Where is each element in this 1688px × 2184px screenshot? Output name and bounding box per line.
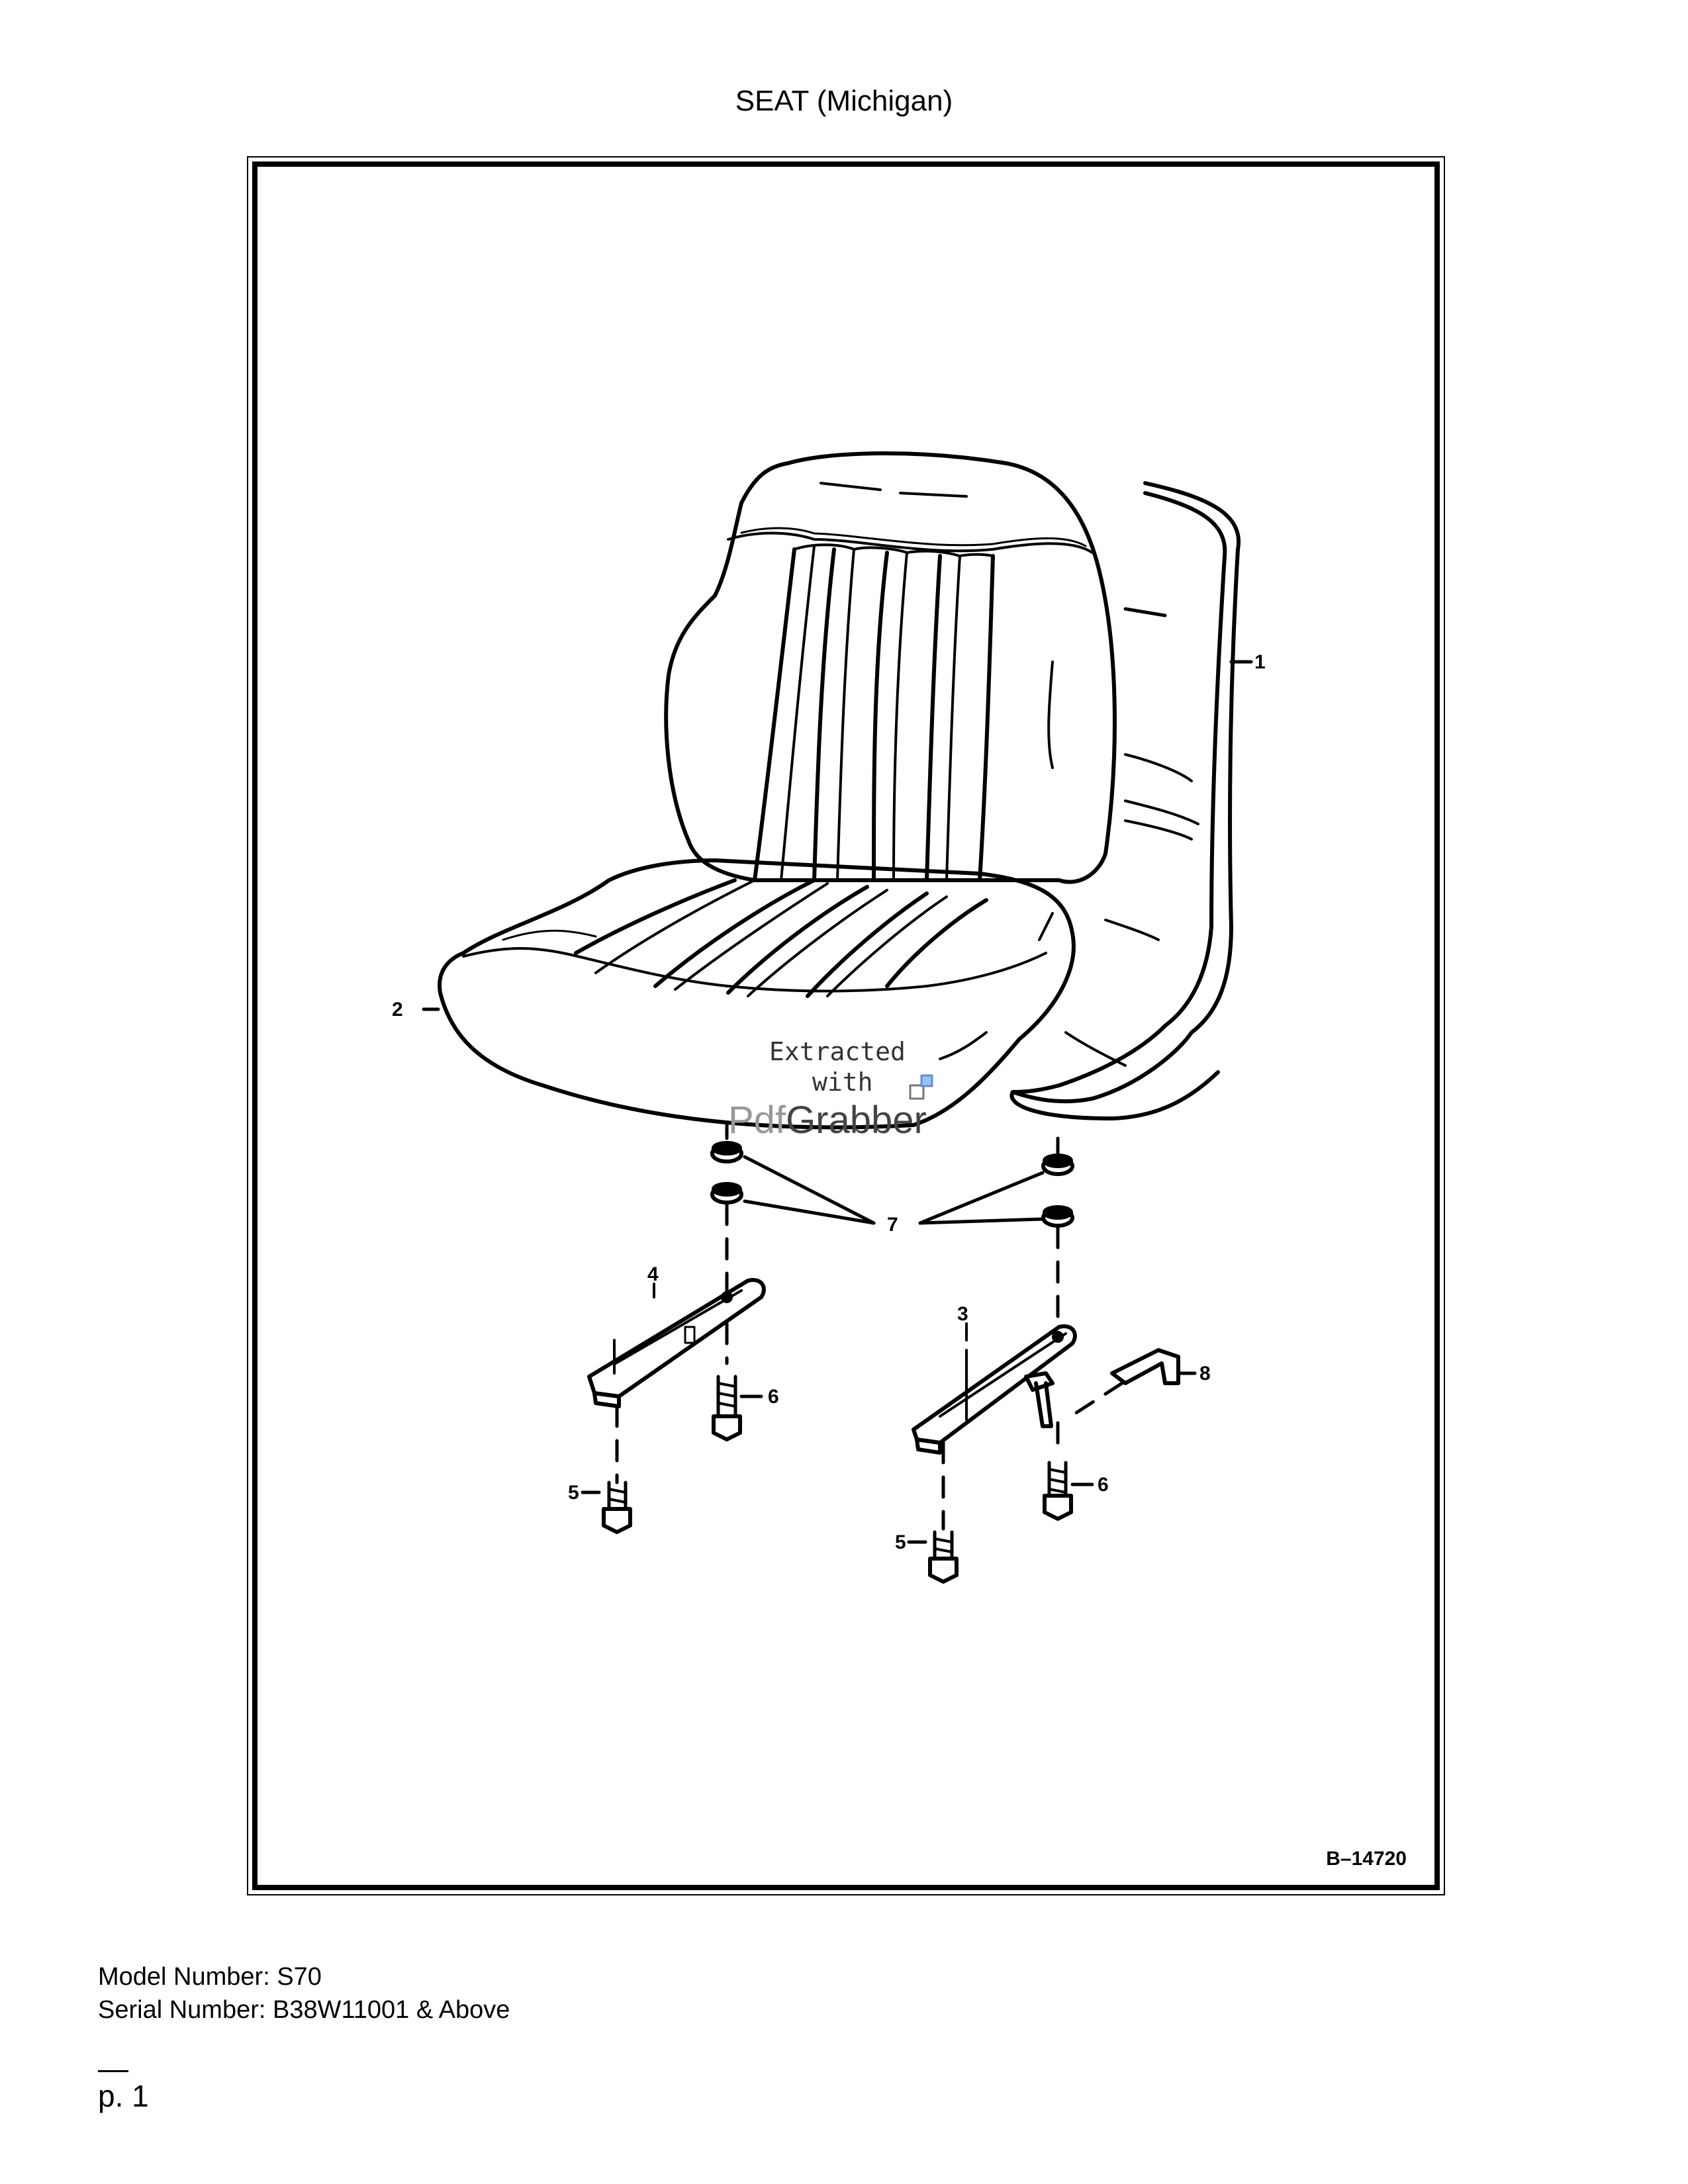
- bolt-6-right: [1043, 1461, 1094, 1521]
- bracket: [1110, 1348, 1197, 1385]
- model-info: Model Number: S70 Serial Number: B38W110…: [98, 1960, 510, 2026]
- watermark-logo-icon: [909, 1074, 933, 1100]
- callout-8: 8: [1199, 1363, 1211, 1385]
- serial-number: Serial Number: B38W11001 & Above: [98, 1996, 510, 2024]
- callout-2: 2: [392, 999, 403, 1021]
- figure-id: B–14720: [1326, 1848, 1407, 1870]
- callout-5-left: 5: [568, 1482, 579, 1504]
- watermark-brand-grabber: Grabber: [786, 1099, 927, 1142]
- backrest-cushion: [664, 451, 1117, 884]
- figure-frame: [252, 161, 1440, 1890]
- bolt-5-left: [581, 1480, 632, 1534]
- callout-1: 1: [1254, 651, 1266, 673]
- slide-rail-right: [912, 1324, 1077, 1455]
- page-title: SEAT (Michigan): [735, 85, 953, 117]
- callout-6-right: 6: [1098, 1474, 1109, 1496]
- figure-frame-outer: [247, 156, 1445, 1895]
- watermark-brand: PdfGrabber: [728, 1099, 927, 1142]
- slide-rail-left: [587, 1278, 766, 1408]
- callout-5-right: 5: [895, 1531, 906, 1553]
- callout-7: 7: [887, 1214, 898, 1236]
- watermark-with: with: [812, 1068, 873, 1097]
- watermark-brand-pdf: Pdf: [728, 1099, 786, 1142]
- model-number: Model Number: S70: [98, 1963, 322, 1991]
- callout-6-left: 6: [768, 1386, 779, 1408]
- callout-3: 3: [957, 1303, 968, 1325]
- watermark-extracted: Extracted: [769, 1037, 906, 1066]
- assembly-center-lines: [615, 1123, 1124, 1531]
- grommets: [710, 1141, 1074, 1228]
- seat-shell: [1009, 481, 1241, 1120]
- callout-4: 4: [647, 1263, 659, 1285]
- page-number: p. 1: [98, 2079, 149, 2113]
- callout-7-leaders: [743, 1155, 1045, 1225]
- seat-cushion: [438, 858, 1076, 1130]
- bolt-5-right: [907, 1530, 959, 1584]
- page-number-rule: [98, 2070, 128, 2072]
- bolt-6-left: [712, 1375, 763, 1441]
